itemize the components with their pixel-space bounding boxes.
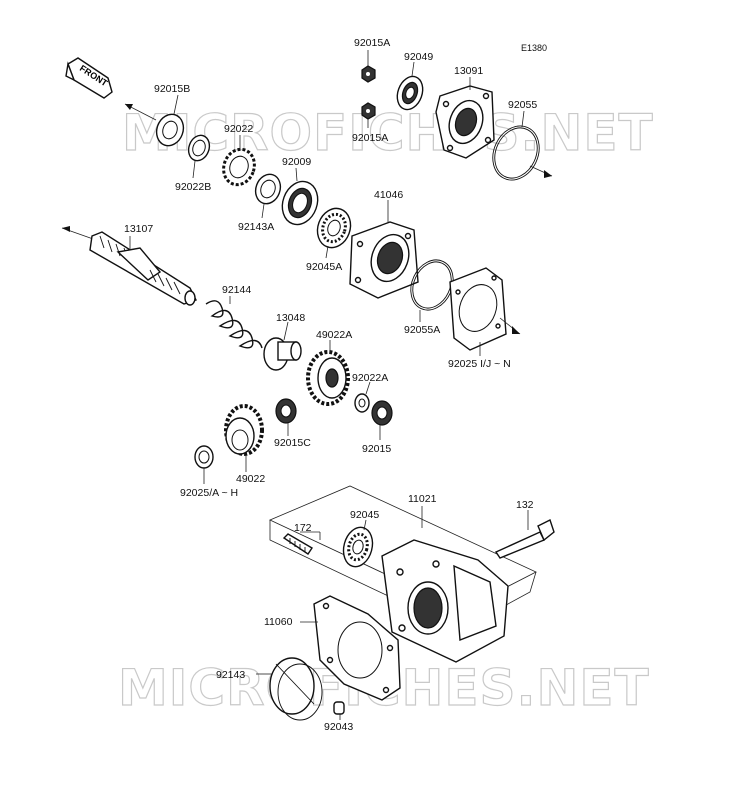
washer-92022b <box>187 134 211 162</box>
label-92009: 92009 <box>282 156 311 168</box>
oil-seal-92049 <box>396 75 424 111</box>
label-49022: 49022 <box>236 473 265 485</box>
label-92144: 92144 <box>222 284 251 296</box>
washer-92022a <box>354 393 370 413</box>
label-13107: 13107 <box>124 223 153 235</box>
label-92022: 92022 <box>224 123 253 135</box>
label-92143: 92143 <box>216 669 245 681</box>
label-41046: 41046 <box>374 189 403 201</box>
label-92025-ah: 92025/A ~ H <box>180 487 238 499</box>
bearing-92045a <box>316 207 352 249</box>
label-92055: 92055 <box>508 99 537 111</box>
gasket-92025-ijn <box>449 267 507 351</box>
seal-92009 <box>281 180 319 226</box>
label-92025-ijn: 92025 I/J ~ N <box>448 358 511 370</box>
label-92015: 92015 <box>362 443 391 455</box>
nut-92015a-top <box>361 65 376 83</box>
label-92143a: 92143A <box>238 221 274 233</box>
gear-49022 <box>224 404 264 456</box>
collar-92143 <box>269 657 323 721</box>
case-11021 <box>381 539 509 663</box>
nut-92015b <box>155 113 185 147</box>
front-arrow-icon: FRONT <box>65 57 113 99</box>
label-172: 172 <box>294 522 312 534</box>
housing-41046 <box>349 221 419 299</box>
cover-13091 <box>435 85 495 159</box>
label-92015c: 92015C <box>274 437 311 449</box>
label-13091: 13091 <box>454 65 483 77</box>
nut-92015 <box>371 400 393 426</box>
pin-92043 <box>333 701 345 715</box>
label-92043: 92043 <box>324 721 353 733</box>
label-92015a-mid: 92015A <box>352 132 388 144</box>
nut-92015a-mid <box>361 102 376 120</box>
label-92045: 92045 <box>350 509 379 521</box>
label-132: 132 <box>516 499 534 511</box>
gasket-11060 <box>313 595 401 701</box>
label-92049: 92049 <box>404 51 433 63</box>
watermark-top: MICROFICHES.NET <box>122 104 654 162</box>
label-11060: 11060 <box>264 616 293 628</box>
label-92022b: 92022B <box>175 181 211 193</box>
label-92015a-top: 92015A <box>354 37 390 49</box>
stud-172 <box>282 533 313 555</box>
shaft-13107 <box>89 231 197 306</box>
lockwasher-92022 <box>222 147 256 187</box>
label-49022a: 49022A <box>316 329 352 341</box>
bearing-92045 <box>342 526 374 568</box>
collar-92143a <box>254 173 282 205</box>
shim-92025-ah <box>194 445 214 469</box>
bolt-132 <box>494 519 555 559</box>
diagram-code: E1380 <box>521 43 547 53</box>
spring-92144 <box>205 300 263 349</box>
label-92015b: 92015B <box>154 83 190 95</box>
bevel-gear-49022a <box>306 350 350 406</box>
label-11021: 11021 <box>408 493 437 505</box>
label-92055a: 92055A <box>404 324 440 336</box>
coupling-13048 <box>263 337 302 371</box>
o-ring-92055 <box>492 125 540 181</box>
label-92045a: 92045A <box>306 261 342 273</box>
label-92022a: 92022A <box>352 372 388 384</box>
label-13048: 13048 <box>276 312 305 324</box>
nut-92015c <box>275 398 297 424</box>
